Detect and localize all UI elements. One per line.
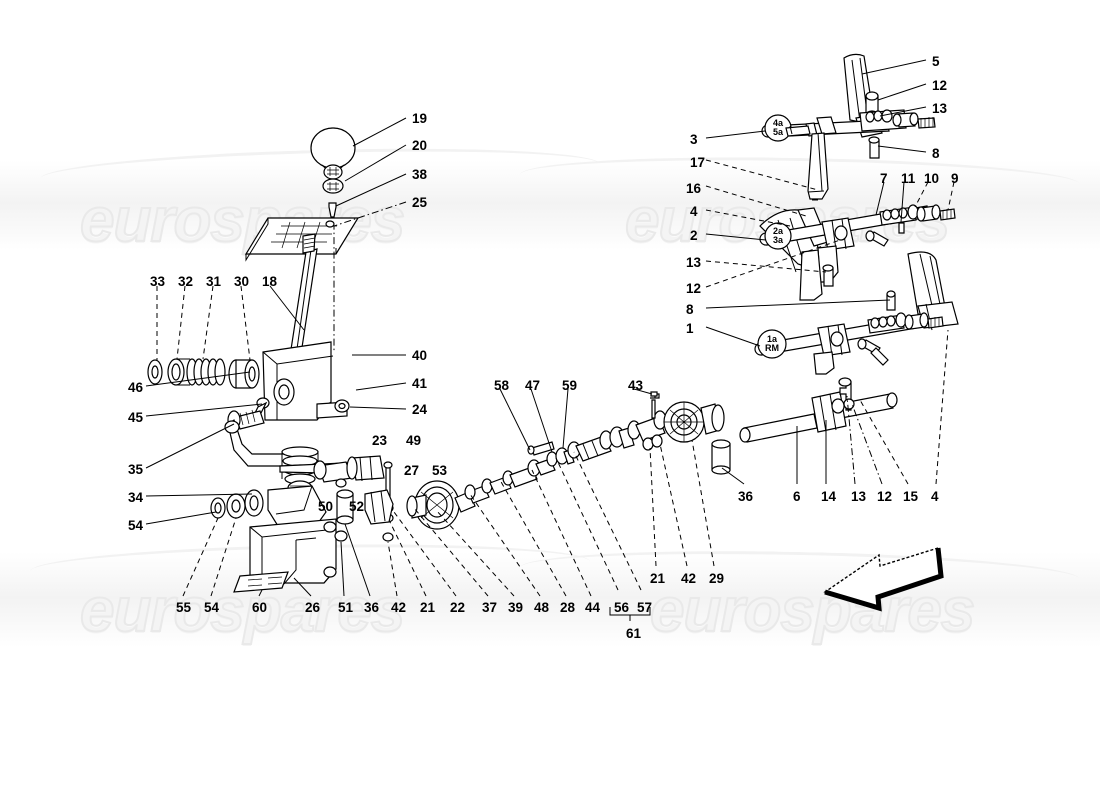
callout-number-57: 57 [637, 600, 653, 615]
callout-number-45: 45 [128, 410, 144, 425]
callout-number-33: 33 [150, 274, 166, 289]
drive-shaft-assembly [407, 392, 730, 529]
callout-number-21: 21 [650, 571, 666, 586]
watermark-band-top [0, 160, 1100, 250]
callout-number-54: 54 [128, 518, 144, 533]
callout-number-32: 32 [178, 274, 194, 289]
callout-number-49: 49 [406, 433, 422, 448]
callout-number-43: 43 [628, 378, 644, 393]
callout-number-12: 12 [932, 78, 948, 93]
callout-number-44: 44 [585, 600, 601, 615]
callout-number-46: 46 [128, 380, 144, 395]
callout-number-1: 1 [686, 321, 694, 336]
callout-number-42: 42 [391, 600, 407, 615]
rod-marking-top: 4a [772, 118, 783, 128]
callout-number-4: 4 [690, 204, 698, 219]
shift-fork-rail-top [762, 54, 935, 200]
callout-number-21: 21 [420, 600, 436, 615]
callout-number-35: 35 [128, 462, 144, 477]
callout-number-38: 38 [412, 167, 428, 182]
callout-number-36: 36 [738, 489, 754, 504]
callout-number-12: 12 [686, 281, 702, 296]
callout-number-23: 23 [372, 433, 388, 448]
rod-marking-top: 1a [766, 334, 777, 344]
callout-number-18: 18 [262, 274, 278, 289]
rod-marking-bottom: 3a [772, 235, 783, 245]
callout-number-6: 6 [793, 489, 801, 504]
callout-number-3: 3 [690, 132, 698, 147]
callout-number-51: 51 [338, 600, 354, 615]
callout-number-39: 39 [508, 600, 524, 615]
callout-number-56: 56 [614, 600, 630, 615]
callout-number-54: 54 [204, 600, 220, 615]
callout-number-59: 59 [562, 378, 578, 393]
watermark-text: eurospares [649, 575, 976, 646]
callout-number-20: 20 [412, 138, 428, 153]
callout-number-37: 37 [482, 600, 498, 615]
callout-number-24: 24 [412, 402, 428, 417]
callout-number-25: 25 [412, 195, 428, 210]
rod-marking-top: 2a [772, 226, 783, 236]
callout-number-26: 26 [305, 600, 321, 615]
callout-number-48: 48 [534, 600, 550, 615]
callout-number-13: 13 [686, 255, 702, 270]
callout-number-42: 42 [681, 571, 697, 586]
callout-number-36: 36 [364, 600, 380, 615]
shift-rod-linkage [211, 398, 365, 526]
shift-fork-rail-middle [760, 205, 955, 310]
callout-number-16: 16 [686, 181, 702, 196]
callout-number-22: 22 [450, 600, 466, 615]
callout-number-9: 9 [951, 171, 959, 186]
callout-number-8: 8 [686, 302, 694, 317]
universal-joint-left [314, 456, 393, 541]
callout-number-11: 11 [901, 171, 916, 186]
callout-number-28: 28 [560, 600, 576, 615]
gear-lever-assembly [246, 128, 358, 420]
callout-number-2: 2 [690, 228, 698, 243]
callout-number-47: 47 [525, 378, 541, 393]
callout-number-7: 7 [880, 171, 888, 186]
callout-number-19: 19 [412, 111, 428, 126]
callout-number-27: 27 [404, 463, 420, 478]
callout-number-12: 12 [877, 489, 893, 504]
callout-number-41: 41 [412, 376, 428, 391]
callout-number-34: 34 [128, 490, 144, 505]
direction-arrow [825, 548, 941, 608]
callout-number-55: 55 [176, 600, 192, 615]
callout-number-13: 13 [932, 101, 948, 116]
spring-and-bushes [148, 359, 259, 388]
callout-number-58: 58 [494, 378, 510, 393]
rod-marking-bottom: RM [765, 343, 779, 353]
callout-number-31: 31 [206, 274, 222, 289]
callout-number-61: 61 [626, 626, 642, 641]
callout-number-52: 52 [349, 499, 365, 514]
callout-number-5: 5 [932, 54, 940, 69]
callout-number-13: 13 [851, 489, 867, 504]
callout-number-17: 17 [690, 155, 706, 170]
callout-number-4: 4 [931, 489, 939, 504]
support-bracket [234, 519, 336, 592]
callout-number-53: 53 [432, 463, 448, 478]
callout-number-15: 15 [903, 489, 919, 504]
callout-number-14: 14 [821, 489, 837, 504]
callout-number-29: 29 [709, 571, 725, 586]
shift-fork-rail-bottom [755, 252, 958, 374]
callout-number-40: 40 [412, 348, 428, 363]
leader-lines [146, 60, 954, 621]
callout-number-60: 60 [252, 600, 268, 615]
callout-number-8: 8 [932, 146, 940, 161]
callout-number-10: 10 [924, 171, 940, 186]
rod-marking-bottom: 5a [772, 127, 783, 137]
callout-number-30: 30 [234, 274, 250, 289]
callout-number-50: 50 [318, 499, 334, 514]
lower-linkage-rod [740, 378, 897, 442]
